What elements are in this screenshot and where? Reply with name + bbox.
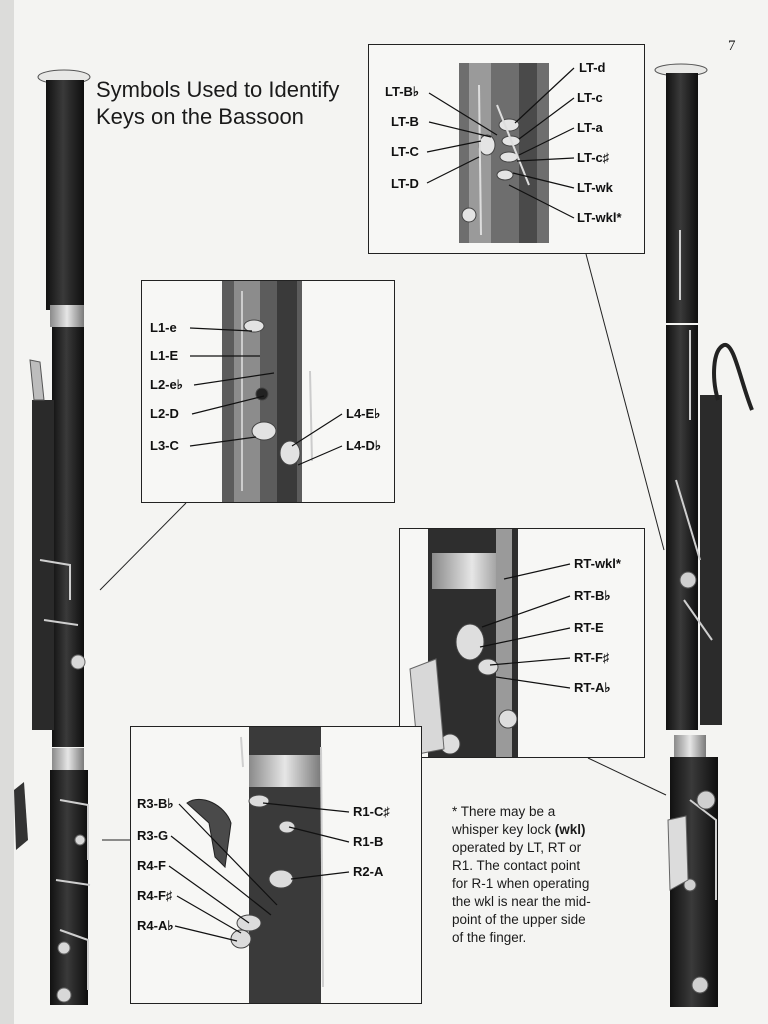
footnote-line-2: whisper key lock (wkl) <box>452 821 642 839</box>
label-r4-fsharp: R4-F♯ <box>137 888 173 903</box>
label-l1-E: L1-E <box>150 348 179 363</box>
label-lt-wk: LT-wk <box>577 180 613 195</box>
label-l1-e: L1-e <box>150 320 177 335</box>
label-lt-c: LT-C <box>391 144 419 159</box>
footnote: * There may be a whisper key lock (wkl) … <box>452 803 642 947</box>
label-r1-csharp: R1-C♯ <box>353 804 390 819</box>
label-lt-wkl: LT-wkl* <box>577 210 622 225</box>
left-hand-panel: L1-e L1-E L2-e♭ L2-D L3-C L4-E♭ L4-D♭ <box>141 280 395 503</box>
label-r2-a: R2-A <box>353 864 384 879</box>
right-hand-panel: R3-B♭ R3-G R4-F R4-F♯ R4-A♭ R1-C♯ R1-B R… <box>130 726 422 1004</box>
left-hand-keys-photo <box>222 281 313 502</box>
label-l2-d: L2-D <box>150 406 179 421</box>
footnote-line-1: * There may be a <box>452 804 556 819</box>
footnote-line-2-text: whisper key lock <box>452 822 555 837</box>
label-l2-eflat: L2-e♭ <box>150 377 183 392</box>
footnote-line-5: for R-1 when operating <box>452 876 590 891</box>
label-rt-bflat: RT-B♭ <box>574 588 611 603</box>
label-rt-fsharp: RT-F♯ <box>574 650 610 665</box>
label-r4-aflat: R4-A♭ <box>137 918 174 933</box>
footnote-line-7: point of the upper side <box>452 912 586 927</box>
label-rt-wkl: RT-wkl* <box>574 556 621 571</box>
left-thumb-panel: LT-B♭ LT-B LT-C LT-D LT-d LT-c LT-a LT-c… <box>368 44 645 254</box>
footnote-line-4: R1. The contact point <box>452 858 581 873</box>
page-title: Symbols Used to Identify Keys on the Bas… <box>96 76 386 130</box>
label-rt-aflat: RT-A♭ <box>574 680 611 695</box>
label-lt-csharp: LT-c♯ <box>577 150 610 165</box>
label-lt-c-small: LT-c <box>577 90 603 105</box>
right-thumb-panel: RT-wkl* RT-B♭ RT-E RT-F♯ RT-A♭ <box>399 528 645 758</box>
label-r3-g: R3-G <box>137 828 169 843</box>
label-lt-b: LT-B <box>391 114 419 129</box>
label-lt-a: LT-a <box>577 120 603 135</box>
label-r1-b: R1-B <box>353 834 384 849</box>
left-bassoon <box>14 69 91 1005</box>
footnote-line-3: operated by LT, RT or <box>452 840 582 855</box>
label-lt-bflat: LT-B♭ <box>385 84 420 99</box>
label-r3-bflat: R3-B♭ <box>137 796 174 811</box>
label-r4-f: R4-F <box>137 858 166 873</box>
label-l4-eflat: L4-E♭ <box>346 406 381 421</box>
page-number: 7 <box>728 38 736 54</box>
label-rt-e: RT-E <box>574 620 604 635</box>
label-l3-c: L3-C <box>150 438 179 453</box>
right-bassoon <box>654 63 754 1007</box>
label-lt-d-small: LT-d <box>579 60 606 75</box>
footnote-wkl-bold: (wkl) <box>554 822 586 837</box>
title-line-1: Symbols Used to Identify <box>96 77 340 102</box>
title-line-2: Keys on the Bassoon <box>96 104 304 129</box>
label-lt-d: LT-D <box>391 176 419 191</box>
label-l4-dflat: L4-D♭ <box>346 438 382 453</box>
footnote-line-8: of the finger. <box>452 930 527 945</box>
footnote-line-6: the wkl is near the mid- <box>452 894 591 909</box>
